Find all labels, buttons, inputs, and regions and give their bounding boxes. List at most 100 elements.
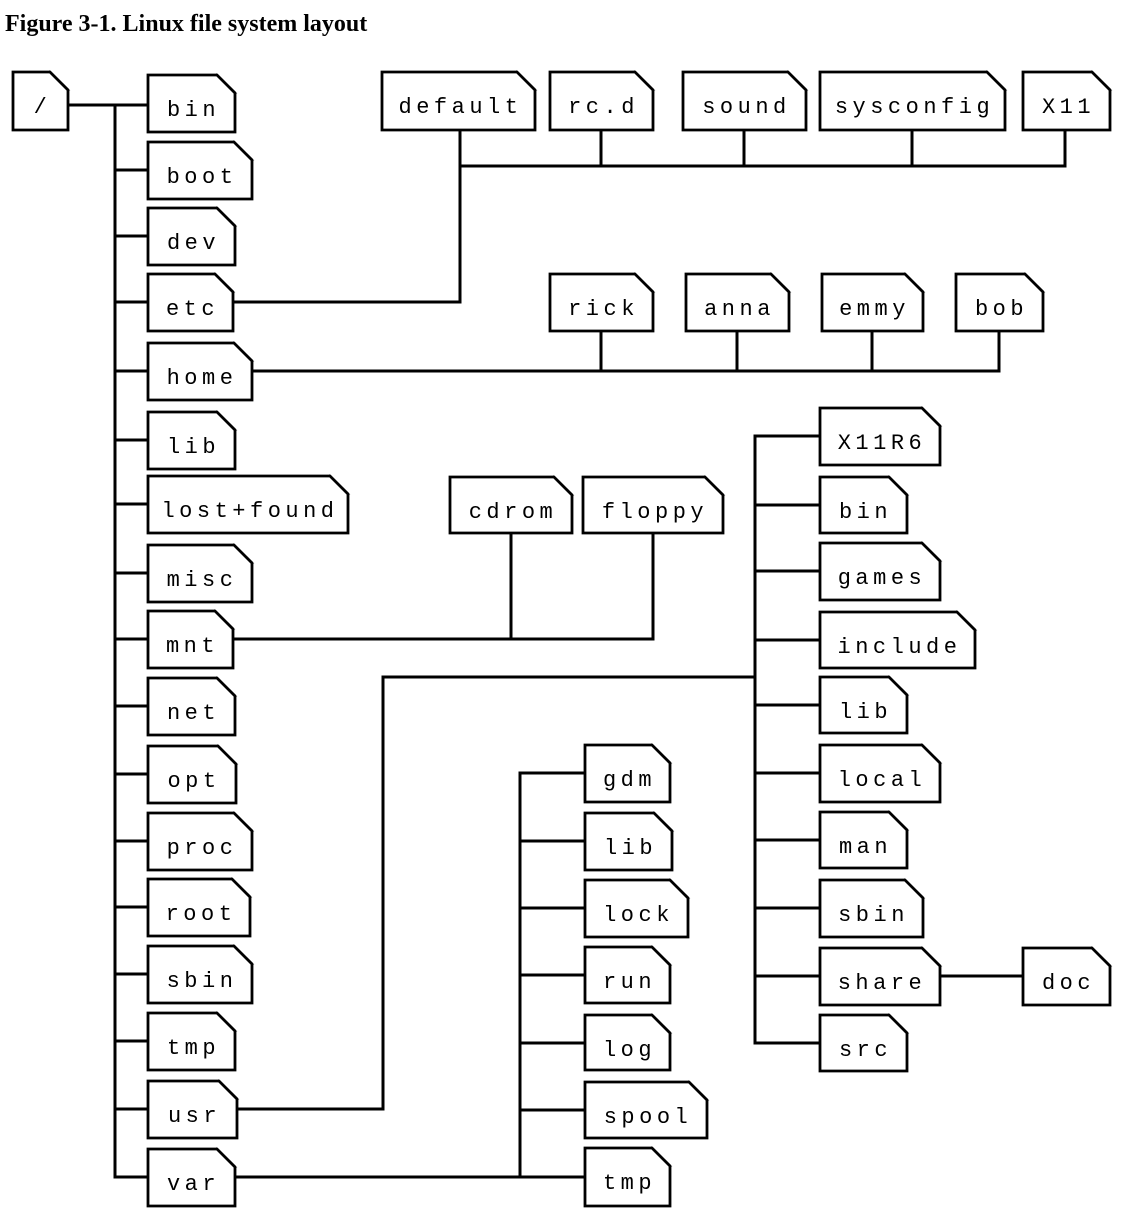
- node-label: emmy: [839, 297, 910, 322]
- node-label: bin: [167, 98, 220, 123]
- document-shape-icon: [818, 675, 909, 735]
- node-etc-default: default: [380, 69, 538, 132]
- node-etc-sysconfig: sysconfig: [818, 69, 1008, 132]
- document-shape-icon: [380, 70, 537, 132]
- document-shape-icon: [583, 1013, 672, 1072]
- node-boot: boot: [146, 139, 255, 201]
- node-opt: opt: [146, 743, 239, 805]
- document-shape-icon: [146, 1079, 239, 1140]
- node-label: games: [838, 566, 927, 591]
- document-shape-icon: [146, 1147, 237, 1208]
- document-shape-icon: [818, 878, 925, 939]
- node-label: bob: [975, 297, 1028, 322]
- node-label: floppy: [602, 500, 708, 525]
- document-shape-icon: [684, 272, 791, 333]
- node-var-run: run: [583, 944, 673, 1005]
- node-usr-share-doc: doc: [1021, 945, 1113, 1007]
- node-etc-sound: sound: [681, 69, 809, 132]
- node-label: share: [838, 971, 927, 996]
- node-label: etc: [166, 297, 219, 322]
- node-label: sysconfig: [835, 95, 994, 120]
- document-shape-icon: [146, 410, 237, 471]
- node-label: local: [838, 768, 927, 793]
- document-shape-icon: [11, 70, 70, 132]
- document-shape-icon: [146, 609, 235, 670]
- document-shape-icon: [583, 743, 672, 804]
- node-lib: lib: [146, 409, 238, 471]
- node-var-lib: lib: [583, 810, 675, 872]
- node-var-gdm: gdm: [583, 742, 673, 804]
- node-usr-games: games: [818, 540, 943, 602]
- document-shape-icon: [146, 341, 254, 402]
- edge-usr-children-connector: [235, 675, 757, 1111]
- node-mnt-floppy: floppy: [581, 474, 726, 535]
- node-bin: bin: [146, 72, 238, 134]
- document-shape-icon: [581, 475, 725, 535]
- node-root: root: [146, 876, 253, 938]
- node-label: misc: [167, 568, 238, 593]
- node-label: sbin: [838, 903, 909, 928]
- node-label: rick: [568, 297, 639, 322]
- node-label: src: [839, 1038, 892, 1063]
- document-shape-icon: [818, 743, 942, 804]
- node-usr-sbin: sbin: [818, 877, 926, 939]
- document-shape-icon: [1021, 946, 1112, 1007]
- node-label: net: [167, 701, 220, 726]
- node-label: mnt: [166, 634, 219, 659]
- document-shape-icon: [954, 272, 1045, 333]
- document-shape-icon: [146, 140, 254, 201]
- document-shape-icon: [583, 878, 690, 939]
- node-usr-man: man: [818, 809, 910, 870]
- node-label: doc: [1042, 971, 1095, 996]
- node-lost-found: lost+found: [146, 473, 351, 535]
- node-label: cdrom: [469, 500, 558, 525]
- node-label: bin: [839, 500, 892, 525]
- node-label: X11: [1042, 95, 1095, 120]
- document-shape-icon: [146, 474, 350, 535]
- node-label: opt: [167, 769, 220, 794]
- node-sbin: sbin: [146, 943, 255, 1005]
- node-var-log: log: [583, 1012, 673, 1072]
- node-var-spool: spool: [583, 1079, 710, 1140]
- document-shape-icon: [818, 610, 977, 670]
- node-home-anna: anna: [684, 271, 792, 333]
- node-usr-lib: lib: [818, 674, 910, 735]
- node-label: lib: [839, 700, 892, 725]
- document-shape-icon: [818, 810, 909, 870]
- node-net: net: [146, 675, 238, 737]
- node-label: lock: [603, 903, 674, 928]
- node-etc-x11: X11: [1021, 69, 1113, 132]
- node-var-lock: lock: [583, 877, 691, 939]
- document-shape-icon: [818, 70, 1007, 132]
- node-label: anna: [704, 297, 775, 322]
- node-usr: usr: [146, 1078, 240, 1140]
- node-usr-bin: bin: [818, 474, 910, 535]
- node-proc: proc: [146, 810, 255, 872]
- document-shape-icon: [146, 1011, 237, 1072]
- node-etc: etc: [146, 271, 236, 333]
- node-root: /: [11, 69, 71, 132]
- document-shape-icon: [146, 543, 254, 604]
- document-shape-icon: [146, 206, 237, 267]
- node-home-bob: bob: [954, 271, 1046, 333]
- node-label: log: [603, 1038, 656, 1063]
- document-shape-icon: [818, 946, 942, 1007]
- node-etc-rc-d: rc.d: [548, 69, 656, 132]
- document-shape-icon: [146, 877, 252, 938]
- node-label: include: [838, 635, 962, 660]
- node-label: /: [34, 95, 52, 120]
- node-label: rc.d: [568, 95, 639, 120]
- node-label: root: [166, 902, 237, 927]
- node-misc: misc: [146, 542, 255, 604]
- node-usr-share: share: [818, 945, 943, 1007]
- node-usr-local: local: [818, 742, 943, 804]
- document-shape-icon: [583, 1146, 672, 1208]
- node-label: var: [167, 1172, 220, 1197]
- node-label: home: [167, 366, 238, 391]
- document-shape-icon: [681, 70, 808, 132]
- document-shape-icon: [1021, 70, 1112, 132]
- node-var: var: [146, 1146, 238, 1208]
- node-label: run: [603, 970, 656, 995]
- node-tmp: tmp: [146, 1010, 238, 1072]
